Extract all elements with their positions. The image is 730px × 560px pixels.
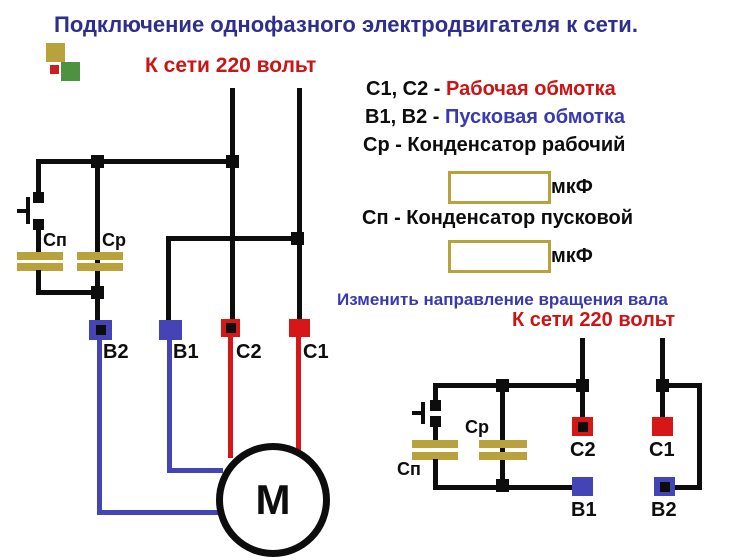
- terminal-b1: [159, 320, 182, 340]
- motor-symbol: М: [216, 443, 330, 557]
- alt-start-cap-label: Сп: [397, 459, 421, 479]
- b1-motor-wire-vertical: [167, 340, 172, 473]
- alt-junction-mains1: [576, 379, 589, 392]
- alt-switch-wire-upper: [433, 386, 438, 402]
- terminal-c2-dot: [225, 323, 236, 333]
- main-junction-mains2: [291, 232, 304, 245]
- legend-start-winding-prefix: В1, В2 -: [365, 106, 446, 128]
- main-start-cap-label: Сп: [43, 230, 67, 250]
- alt-right-vertical-wire: [697, 383, 702, 490]
- alt-top-horizontal-wire: [433, 383, 585, 388]
- alt-junction-runcap-top: [496, 379, 509, 392]
- alt-start-cap-plate-bottom: [412, 452, 458, 460]
- main-mains-wire-2: [297, 88, 302, 322]
- main-b1-horizontal-wire: [166, 236, 302, 241]
- main-run-cap-plate-bottom: [77, 263, 123, 271]
- run-capacitance-unit: мкФ: [551, 176, 593, 198]
- page-title: Подключение однофазного электродвигателя…: [54, 12, 638, 37]
- alt-terminal-b1-label: В1: [571, 499, 597, 521]
- main-run-cap-wire: [95, 160, 100, 295]
- alt-terminal-c2-label: С2: [570, 439, 596, 461]
- alt-switch-lever-bar: [421, 402, 425, 424]
- alt-terminal-b2-label: В2: [651, 499, 677, 521]
- terminal-c2-label: С2: [236, 341, 262, 363]
- start-capacitance-input-box[interactable]: [448, 240, 551, 273]
- legend-start-winding-value: Пусковая обмотка: [445, 106, 625, 128]
- alt-terminal-b2: [654, 477, 675, 496]
- main-start-cap-plate-bottom: [17, 263, 63, 271]
- alt-run-cap-wire: [500, 386, 505, 486]
- b2-motor-wire-horizontal: [97, 510, 221, 515]
- alt-b2-entry-wire: [675, 485, 700, 490]
- alt-terminal-c2: [572, 417, 593, 436]
- terminal-c1-label: С1: [303, 341, 329, 363]
- main-b1-stub-wire: [166, 236, 171, 322]
- alt-terminal-b2-dot: [659, 481, 670, 492]
- logo-green-square: [61, 62, 80, 81]
- legend-working-winding-value: Рабочая обмотка: [446, 78, 616, 100]
- alt-switch-lever-tick: [412, 411, 422, 415]
- main-top-horizontal-wire: [36, 159, 235, 164]
- main-switch-contact-bottom: [33, 219, 44, 230]
- legend-working-winding: С1, С2 - Рабочая обмотка: [366, 78, 616, 101]
- mains-label-bottom: К сети 220 вольт: [512, 309, 676, 331]
- b2-motor-wire-vertical: [97, 340, 102, 515]
- start-capacitance-unit: мкФ: [551, 245, 593, 267]
- alt-terminal-c1: [652, 417, 673, 436]
- main-mains-wire-1: [230, 88, 235, 322]
- terminal-c1: [289, 319, 310, 337]
- alt-mains-wire-1: [580, 338, 585, 418]
- alt-mains-wire-2: [660, 338, 665, 418]
- terminal-b1-label: В1: [173, 341, 199, 363]
- c2-motor-wire: [228, 337, 233, 458]
- legend-start-winding: В1, В2 - Пусковая обмотка: [365, 106, 625, 129]
- legend-run-capacitor: Ср - Конденсатор рабочий: [363, 134, 626, 156]
- alt-switch-contact-top: [430, 400, 441, 411]
- main-junction-caps-bottom: [91, 286, 104, 299]
- alt-run-cap-plate-top: [479, 440, 527, 448]
- main-switch-contact-top: [33, 192, 44, 203]
- alt-start-cap-plate-top: [412, 440, 458, 448]
- alt-switch-wire-lower: [433, 426, 438, 441]
- main-caps-bottom-horizontal: [36, 290, 99, 295]
- c1-motor-wire: [296, 337, 301, 458]
- alt-terminal-c2-dot: [577, 421, 588, 432]
- main-run-cap-plate-top: [77, 252, 123, 260]
- main-junction-mains1: [226, 155, 239, 168]
- run-capacitance-input-box[interactable]: [448, 171, 551, 204]
- terminal-b2-dot: [95, 325, 106, 335]
- main-switch-wire-lower: [36, 229, 41, 255]
- main-switch-lever-tick: [17, 209, 27, 213]
- alt-junction-caps-bottom: [496, 479, 509, 492]
- terminal-b2: [89, 320, 112, 340]
- alt-run-cap-label: Ср: [465, 417, 489, 437]
- mains-label-top: К сети 220 вольт: [145, 54, 317, 77]
- motor-label: М: [255, 476, 291, 523]
- alt-run-cap-plate-bottom: [479, 452, 527, 460]
- main-b2-stub-wire: [95, 295, 100, 322]
- alt-start-cap-wire-lower: [433, 459, 438, 490]
- main-switch-wire-upper: [36, 160, 41, 194]
- alt-terminal-c1-label: С1: [649, 439, 675, 461]
- alt-right-horizontal-wire: [662, 383, 702, 388]
- main-run-cap-label: Ср: [102, 230, 126, 250]
- legend-working-winding-prefix: С1, С2 -: [366, 78, 447, 100]
- alt-switch-contact-bottom: [430, 416, 441, 427]
- logo-gold-square: [46, 43, 65, 62]
- reverse-rotation-note: Изменить направление вращения вала: [337, 290, 668, 309]
- terminal-b2-label: В2: [103, 341, 129, 363]
- alt-terminal-b1: [572, 477, 593, 496]
- terminal-c2: [221, 319, 240, 337]
- legend-start-capacitor: Сп - Конденсатор пусковой: [362, 207, 634, 229]
- main-start-cap-plate-top: [17, 252, 63, 260]
- main-switch-lever-bar: [26, 197, 30, 224]
- logo-red-square: [50, 65, 59, 74]
- b1-motor-wire-horizontal: [167, 468, 223, 473]
- main-start-cap-wire-lower: [36, 270, 41, 295]
